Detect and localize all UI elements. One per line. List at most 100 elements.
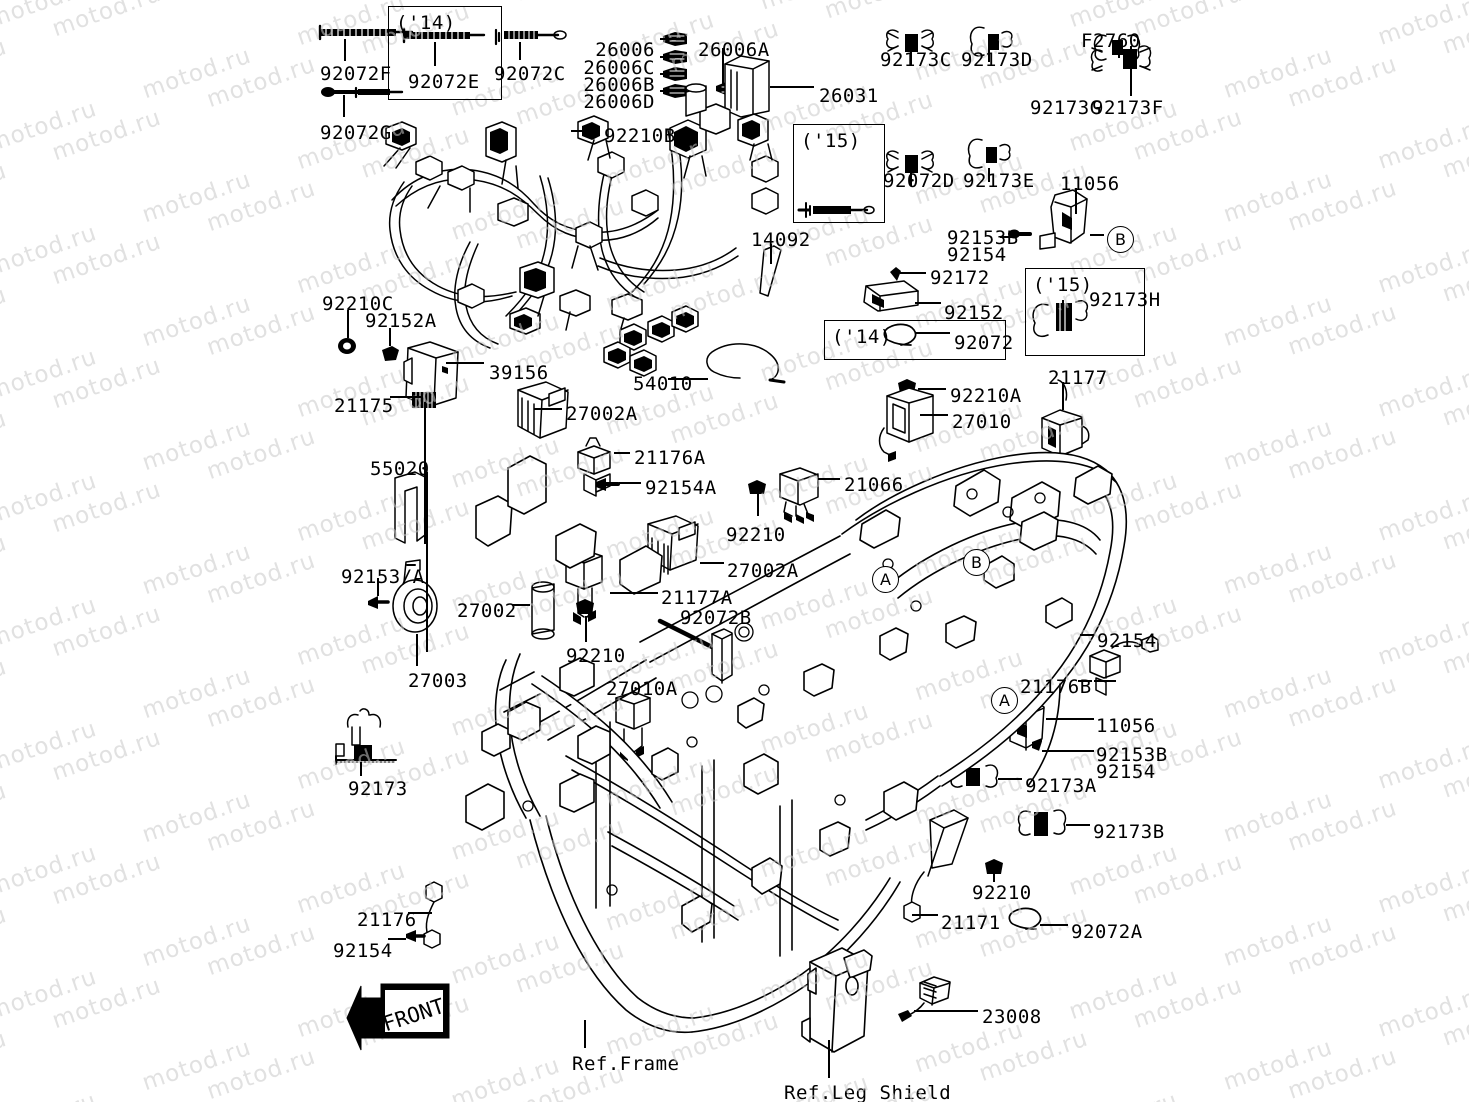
part-92154-bottom xyxy=(406,930,426,942)
part-number-label: 21176A xyxy=(634,447,706,469)
part-main-wiring-harness xyxy=(383,83,779,377)
part-number-label: 92173B xyxy=(1093,821,1165,843)
part-92072B xyxy=(657,618,733,684)
part-number-label: 21176 xyxy=(357,909,417,931)
part-92072H xyxy=(797,202,875,218)
part-number-label: 92154 xyxy=(1097,630,1157,652)
variant-box-92072E xyxy=(388,6,502,100)
part-number-label: 55020 xyxy=(370,458,430,480)
part-92173E xyxy=(967,138,1011,169)
part-number-label: 26006D xyxy=(583,91,655,113)
part-11056-upper xyxy=(1039,189,1088,250)
part-number-label: 92173C xyxy=(880,49,952,71)
part-number-label: 92072E xyxy=(408,71,480,93)
part-number-label: 92072C xyxy=(494,63,566,85)
part-number-label: 92173G xyxy=(1030,97,1102,119)
part-number-label: 92154 xyxy=(1096,761,1156,783)
part-number-label: 27002A xyxy=(727,560,799,582)
part-number-label: 92072D xyxy=(883,170,955,192)
part-number-label: 92152 xyxy=(944,302,1004,324)
part-number-label: 92072G xyxy=(320,122,392,144)
part-92173H xyxy=(1032,300,1089,337)
callout-circle-b: B xyxy=(963,549,990,576)
part-54010 xyxy=(706,343,786,384)
part-number-label: 92072A xyxy=(1071,921,1143,943)
part-27002 xyxy=(531,581,555,640)
part-92153B-lower xyxy=(1032,738,1042,752)
variant-year-92173H: ('15) xyxy=(1033,274,1093,296)
variant-year-92072: ('14) xyxy=(832,326,892,348)
part-number-label: 92210B xyxy=(604,125,676,147)
part-number-label: 92210 xyxy=(566,645,626,667)
part-number-label: 14092 xyxy=(751,229,811,251)
part-number-label: 21177A xyxy=(661,587,733,609)
part-21176A xyxy=(577,437,611,497)
part-39156 xyxy=(403,341,459,409)
part-number-label: 92072F xyxy=(320,63,392,85)
part-number-label: 39156 xyxy=(489,362,549,384)
callout-circle-a: A xyxy=(991,687,1018,714)
part-number-label: 27010 xyxy=(952,411,1012,433)
part-number-label: 11056 xyxy=(1096,715,1156,737)
part-26031 xyxy=(724,55,770,121)
ref-leg-shield-drawing xyxy=(801,947,873,1053)
part-number-label: 26006 xyxy=(595,39,655,61)
part-number-label: 92173H xyxy=(1089,289,1161,311)
front-direction-arrow: FRONT xyxy=(346,983,450,1051)
part-number-label: 92072 xyxy=(954,332,1014,354)
part-21171 xyxy=(903,809,969,923)
variant-box-92072 xyxy=(824,320,1006,360)
part-number-label: 92153/A xyxy=(341,566,425,588)
part-27002A-upper xyxy=(517,381,569,439)
part-92072C xyxy=(494,28,567,46)
part-number-label: 92152A xyxy=(365,310,437,332)
part-14092 xyxy=(759,245,782,297)
part-92072A-band xyxy=(1008,907,1042,930)
callout-circle-a: A xyxy=(872,566,899,593)
part-number-label: 11056 xyxy=(1060,173,1120,195)
part-number-label: 21175 xyxy=(334,395,394,417)
part-number-label: 92173D xyxy=(961,49,1033,71)
part-number-label: 26006B xyxy=(583,74,655,96)
part-92210-mid xyxy=(576,599,594,614)
part-number-label: 27010A xyxy=(606,678,678,700)
part-number-label: 92173E xyxy=(963,170,1035,192)
part-number-label: 26006C xyxy=(583,57,655,79)
part-number-label: 27003 xyxy=(408,670,468,692)
part-21176B xyxy=(1089,635,1159,696)
part-number-label: 92210A xyxy=(950,385,1022,407)
part-21177 xyxy=(1041,379,1090,457)
part-23008 xyxy=(898,976,951,1022)
part-number-label: 92210 xyxy=(726,524,786,546)
part-number-label: 92154A xyxy=(645,477,717,499)
part-92172 xyxy=(890,267,901,281)
part-92153A-bolt xyxy=(368,596,390,609)
part-92173C xyxy=(886,29,934,52)
part-number-label: F2760 xyxy=(1081,30,1141,52)
part-number-label: 26031 xyxy=(819,85,879,107)
part-21066 xyxy=(779,467,819,524)
part-number-label: 92173A xyxy=(1025,775,1097,797)
part-number-label: 92153B xyxy=(1096,744,1168,766)
part-92210C xyxy=(338,338,356,354)
motorcycle-frame-drawing xyxy=(465,451,1127,1034)
part-92072-band xyxy=(883,323,917,346)
part-92173D xyxy=(969,26,1013,57)
variant-year-92072E: ('14) xyxy=(396,12,456,34)
part-55020 xyxy=(394,471,426,544)
variant-box-92173H xyxy=(1025,268,1145,356)
ref-leg-shield-label: Ref.Leg Shield xyxy=(784,1082,952,1102)
part-number-label: 92072B xyxy=(680,607,752,629)
part-number-label: 92210 xyxy=(972,882,1032,904)
part-number-label: 92172 xyxy=(930,267,990,289)
part-number-label: 21176B xyxy=(1020,676,1092,698)
part-number-label: 21171 xyxy=(941,912,1001,934)
part-92072G xyxy=(321,86,404,99)
part-92152 xyxy=(863,280,919,312)
part-number-label: 54010 xyxy=(633,373,693,395)
part-number-label: 92153B xyxy=(947,227,1019,249)
part-number-label: 92173 xyxy=(348,778,408,800)
